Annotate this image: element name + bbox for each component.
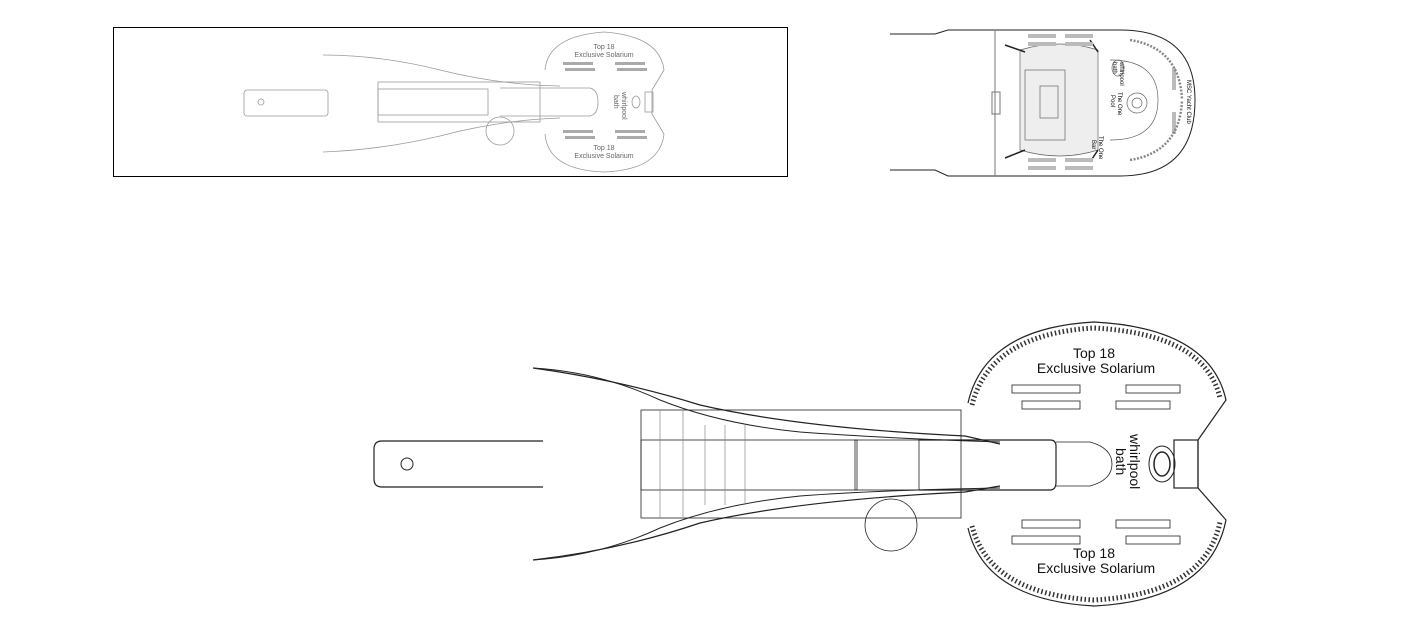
zoom-central-mid	[854, 439, 920, 491]
zoom-whirlpool-label-2: bath	[1113, 448, 1129, 475]
forward-pool-arc	[1109, 59, 1159, 141]
zoom-wing-top	[532, 367, 1001, 445]
forward-bar-label: The One	[1097, 136, 1103, 160]
zoom-whirlpool-outer	[1148, 445, 1176, 483]
overview-aft-platform	[243, 89, 329, 117]
overview-wing-top	[322, 54, 561, 87]
forward-interior-block	[1024, 69, 1066, 141]
forward-pool-label: The One	[1116, 92, 1122, 116]
forward-hull-outline	[890, 29, 1196, 177]
zoom-solarium-label-bottom: Top 18	[1073, 545, 1115, 561]
forward-club-label: MSC Yacht Club	[1185, 80, 1191, 124]
overview-ship-outline	[243, 31, 665, 173]
overview-whirlpool-label: whirlpool	[620, 91, 627, 120]
forward-whirlpool-label: whirlpool	[1118, 61, 1124, 86]
forward-pool-circle	[1126, 92, 1148, 114]
overview-deck-plan: Top 18 Exclusive Solarium Top 18 Exclusi…	[0, 0, 860, 200]
forward-deck-plan: whirlpool bath The One Pool The One Bar …	[860, 0, 1423, 200]
overview-whirlpool-label-2: bath	[612, 95, 619, 109]
overview-whirlpool-shape	[631, 95, 641, 109]
overview-solarium-label-bottom: Top 18	[593, 145, 614, 152]
overview-deck-svg: Top 18 Exclusive Solarium Top 18 Exclusi…	[113, 27, 788, 177]
zoom-dome-railing	[969, 325, 1223, 603]
overview-round-feature	[485, 116, 515, 146]
zoomed-deck-plan: Top 18 Exclusive Solarium Top 18 Exclusi…	[0, 200, 1423, 629]
forward-bow-loungers	[1129, 38, 1184, 162]
zoom-bow-block	[1173, 439, 1199, 489]
zoom-wing-bottom-inner	[532, 487, 1001, 561]
zoom-aft-marker	[400, 457, 414, 471]
forward-central-area	[1019, 43, 1099, 157]
overview-bow-block	[644, 91, 654, 113]
forward-whirlpool-label-2: bath	[1111, 62, 1117, 74]
forward-interior	[1004, 39, 1159, 163]
overview-wing-bottom	[322, 117, 561, 153]
zoom-solarium-sublabel-top: Exclusive Solarium	[1037, 360, 1155, 376]
forward-interior-inner	[1039, 85, 1059, 119]
overview-frame	[113, 27, 788, 177]
overview-solarium-sublabel-top: Exclusive Solarium	[574, 52, 633, 59]
zoom-solarium-sublabel-bottom: Exclusive Solarium	[1037, 560, 1155, 576]
overview-walkway	[500, 87, 599, 117]
zoom-stair-steps	[659, 410, 746, 518]
forward-pool-core	[1131, 97, 1143, 109]
forward-deck-svg: whirlpool bath The One Pool The One Bar …	[890, 29, 1196, 177]
zoom-whirlpool-label: whirlpool	[1127, 433, 1143, 489]
zoom-aft-platform	[373, 440, 543, 488]
forward-side-block	[991, 91, 1001, 115]
forward-whirlpool-ellipse	[1111, 59, 1125, 77]
zoom-solarium-label-top: Top 18	[1073, 345, 1115, 361]
zoom-wing-top-inner	[532, 367, 1001, 443]
overview-loungers	[563, 62, 647, 139]
zoom-central-inner	[640, 439, 858, 491]
forward-pool-label-2: Pool	[1109, 95, 1115, 107]
zoom-central-structure	[640, 409, 962, 519]
overview-solarium-sublabel-bottom: Exclusive Solarium	[574, 153, 633, 160]
overview-solarium-label-top: Top 18	[593, 44, 614, 51]
overview-aft-marker	[257, 98, 265, 106]
forward-loungers	[1028, 34, 1176, 170]
forward-stairs	[1004, 44, 1026, 159]
overview-bow-dome	[544, 31, 665, 173]
zoom-round-feature	[864, 498, 918, 552]
forward-bar-label-2: Bar	[1090, 140, 1096, 149]
zoom-bow-walkway	[1056, 441, 1113, 487]
overview-central-inner	[377, 88, 489, 116]
zoom-ship-outline	[373, 321, 1227, 607]
zoom-whirlpool-inner	[1153, 451, 1171, 477]
zoom-walkway	[919, 439, 1057, 491]
forward-hull	[890, 29, 1196, 177]
zoom-loungers	[1011, 384, 1181, 545]
zoom-deck-svg: Top 18 Exclusive Solarium Top 18 Exclusi…	[373, 321, 1227, 607]
